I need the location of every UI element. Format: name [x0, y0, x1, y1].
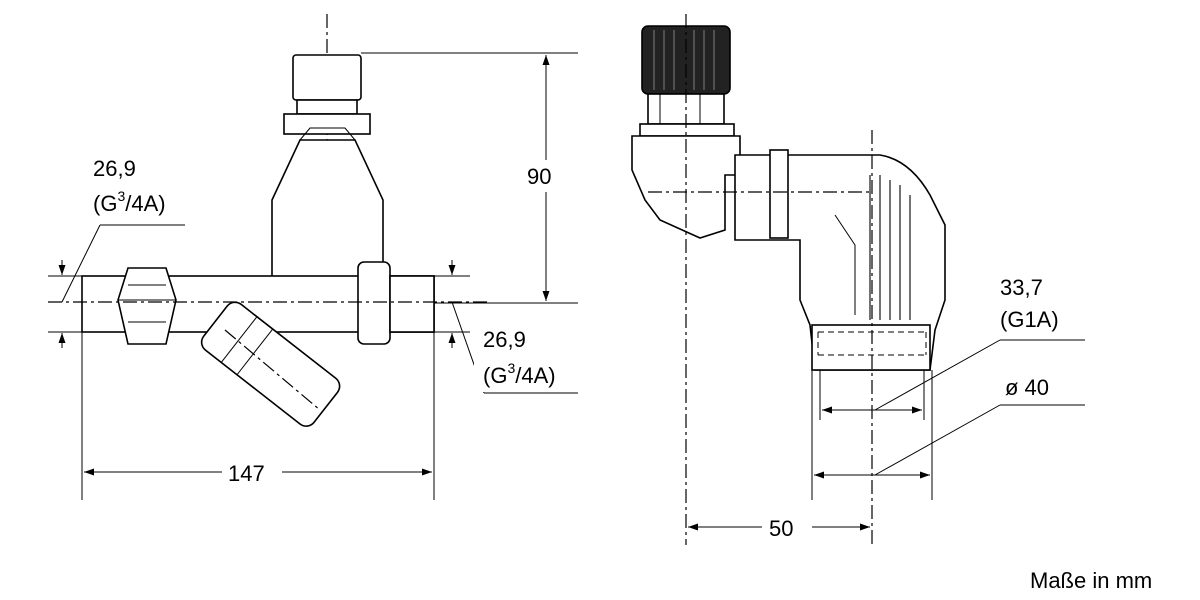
pipe-dimension-label: 33,7	[1000, 275, 1043, 300]
units-note: Maße in mm	[1030, 568, 1152, 593]
left-view	[48, 14, 578, 500]
inlet-dimension-label: 26,9	[93, 156, 136, 181]
diameter-dimension-label: ø 40	[1005, 375, 1049, 400]
height-dimension-label: 90	[527, 164, 551, 189]
pipe-thread-label: (G1A)	[1000, 307, 1059, 332]
offset-dimension-label: 50	[769, 516, 793, 541]
outlet-thread-label: (G3/4A)	[483, 360, 556, 388]
outlet-dimension-label: 26,9	[483, 327, 526, 352]
right-view	[631, 14, 1085, 545]
width-dimension-label: 147	[228, 461, 265, 486]
inlet-thread-label: (G3/4A)	[93, 188, 166, 216]
